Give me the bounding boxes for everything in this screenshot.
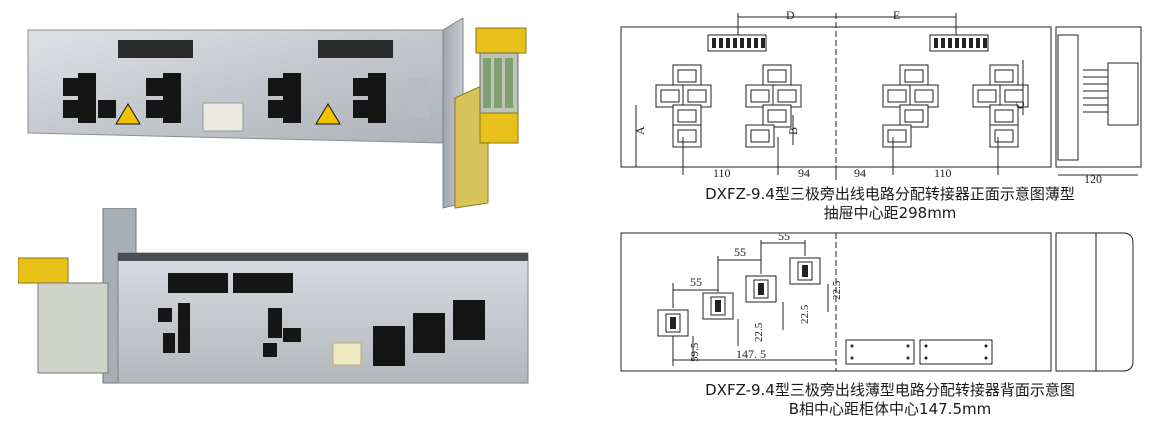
back-clamps [657, 257, 821, 337]
front-schematic: D E C A B 110 94 94 110 120 [620, 8, 1142, 185]
dim-label-D: D [786, 8, 795, 22]
busbar-clamps [373, 300, 485, 366]
side-view [1055, 26, 1142, 176]
dim-label-55-mid: 55 [734, 245, 746, 259]
dim-label-147-5: 147. 5 [736, 347, 766, 361]
back-caption-line1: DXFZ-9.4型三极旁出线薄型电路分配转接器背面示意图 [705, 381, 1075, 399]
front-caption-line2: 抽屉中心距298mm [823, 204, 957, 222]
dim-label-55-low: 55 [690, 275, 702, 289]
back-slots [158, 273, 301, 357]
dim-label-110-left: 110 [713, 166, 731, 180]
socket-group-right [268, 73, 386, 123]
front-caption: DXFZ-9.4型三极旁出线电路分配转接器正面示意图薄型 抽屉中心距298mm [630, 185, 1150, 223]
warning-sign-left [115, 103, 141, 125]
dim-label-94-left: 94 [798, 166, 810, 180]
connector-right [318, 40, 393, 58]
back-schematic: 55 55 55 22.5 22.5 22.5 59.5 147. 5 [620, 229, 1134, 372]
dim-label-94-right: 94 [854, 166, 866, 180]
dim-label-E: E [893, 8, 900, 22]
socket-group-left [63, 73, 181, 123]
dim-label-55-top: 55 [778, 229, 790, 243]
dim-label-59-5: 59.5 [689, 342, 701, 362]
device-front-photo [27, 18, 527, 209]
back-caption: DXFZ-9.4型三极旁出线薄型电路分配转接器背面示意图 B相中心距柜体中心14… [630, 381, 1150, 419]
dim-label-22-5-c: 22.5 [831, 280, 843, 300]
device-back-photo [18, 208, 529, 384]
dim-label-B: B [786, 127, 800, 135]
dim-label-120: 120 [1084, 172, 1102, 185]
dim-label-C: C [1013, 101, 1027, 109]
dim-label-110-right: 110 [934, 166, 952, 180]
connector-left [118, 40, 193, 58]
dim-label-22-5-a: 22.5 [753, 322, 765, 342]
terminal-block [475, 27, 527, 144]
dim-label-22-5-b: 22.5 [799, 304, 811, 324]
warning-sign-right [315, 103, 341, 125]
front-caption-line1: DXFZ-9.4型三极旁出线电路分配转接器正面示意图薄型 [705, 185, 1075, 203]
socket-clusters [655, 64, 1029, 148]
back-terminal-strips [845, 339, 993, 365]
back-caption-line2: B相中心距柜体中心147.5mm [788, 400, 992, 418]
connector-pins [712, 38, 987, 48]
dim-label-A: A [633, 126, 647, 135]
